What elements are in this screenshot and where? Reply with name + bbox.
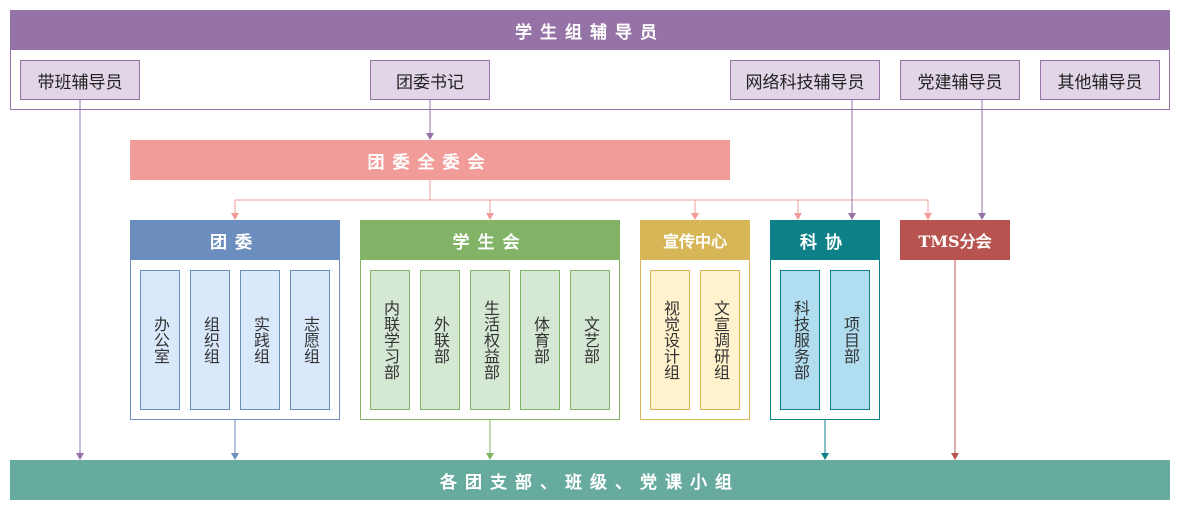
dept-tech-service: 科技服务部 [780,270,820,410]
counselor-party: 党建辅导员 [900,60,1020,100]
dept-life-rights: 生活权益部 [470,270,510,410]
org-union-title: 学生会 [360,220,620,260]
dept-external: 外联部 [420,270,460,410]
arrow-class-to-bottom [76,453,84,460]
dept-sports: 体育部 [520,270,560,410]
counselor-league-secretary: 团委书记 [370,60,490,100]
dept-internal-study: 内联学习部 [370,270,410,410]
dept-projects: 项目部 [830,270,870,410]
counselor-class: 带班辅导员 [20,60,140,100]
dept-research: 文宣调研组 [700,270,740,410]
committee-plenary: 团委全委会 [130,140,730,180]
org-tms: TMS分会 [900,220,1010,260]
dept-organization: 组织组 [190,270,230,410]
dept-practice: 实践组 [240,270,280,410]
dept-office: 办公室 [140,270,180,410]
org-tech-title: 科协 [770,220,880,260]
branches-classes-groups: 各团支部、班级、党课小组 [10,460,1170,500]
dept-volunteer: 志愿组 [290,270,330,410]
counselor-group-title: 学生组辅导员 [10,10,1170,50]
counselor-network-tech: 网络科技辅导员 [730,60,880,100]
counselor-other: 其他辅导员 [1040,60,1160,100]
dept-visual-design: 视觉设计组 [650,270,690,410]
dept-arts: 文艺部 [570,270,610,410]
arrow-secretary-to-committee [426,133,434,140]
org-publicity-title: 宣传中心 [640,220,750,260]
org-league-title: 团委 [130,220,340,260]
